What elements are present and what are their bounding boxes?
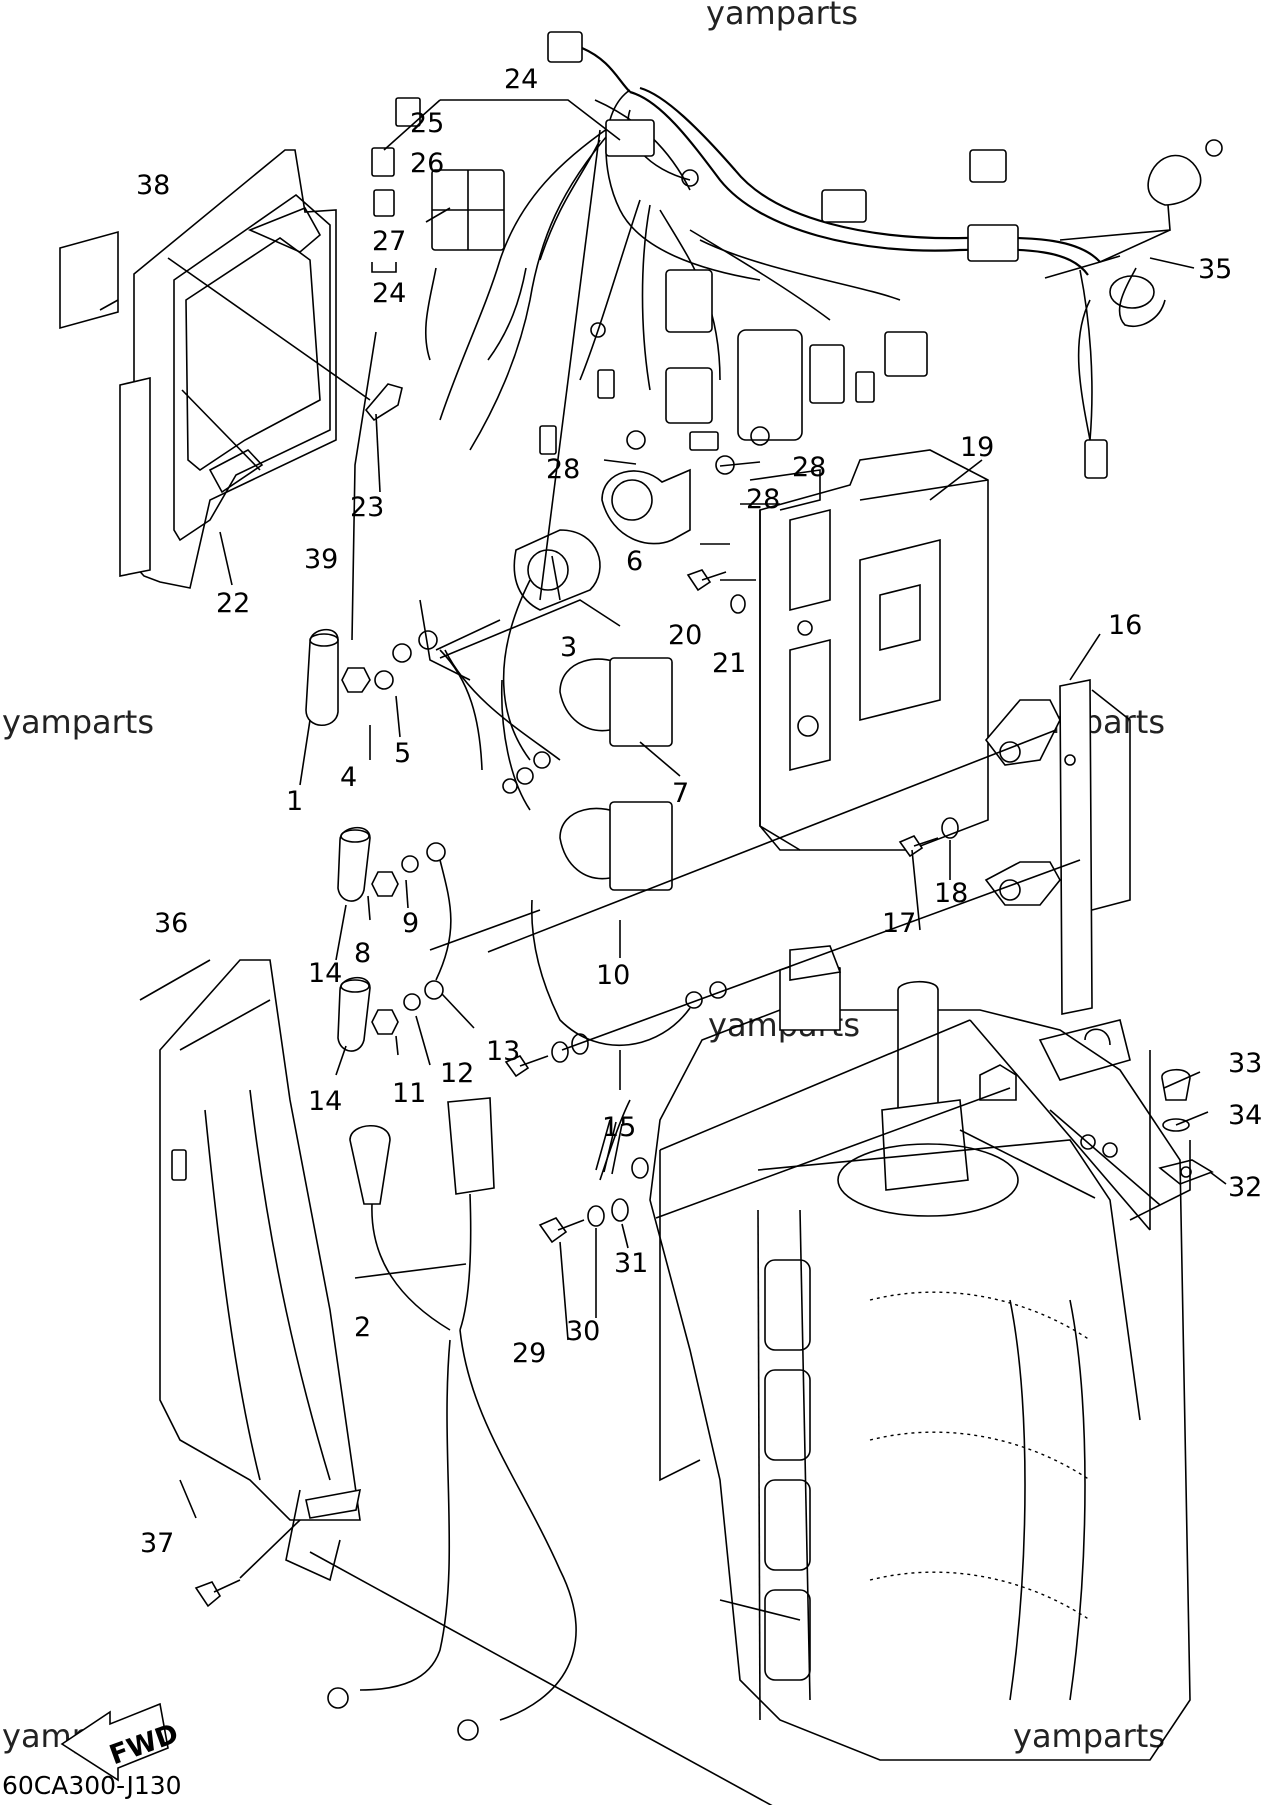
callout-label: 27 xyxy=(372,226,406,257)
callout-label: 28 xyxy=(792,452,826,483)
callout-label: 36 xyxy=(154,908,188,939)
callout-label: 24 xyxy=(504,64,538,95)
callout-label: 19 xyxy=(960,432,994,463)
callout-label: 10 xyxy=(596,960,630,991)
watermark-left: yamparts xyxy=(2,703,154,741)
cover-part-36 xyxy=(159,959,362,1582)
callout-label: 9 xyxy=(402,908,419,939)
diagram-code: 60CA300-J130 xyxy=(2,1771,182,1800)
watermark-bottom-right: yamparts xyxy=(1013,1717,1165,1755)
electrical-cover-part xyxy=(59,149,337,589)
wire-harness xyxy=(351,31,1223,641)
bolt-parts-32-34 xyxy=(1158,1068,1214,1185)
callout-label: 8 xyxy=(354,938,371,969)
clamp-part-6 xyxy=(601,468,691,545)
callout-label: 35 xyxy=(1198,254,1232,285)
callout-label: 22 xyxy=(216,588,250,619)
screws-17-21 xyxy=(686,569,959,858)
callout-label: 21 xyxy=(712,648,746,679)
callout-label: 3 xyxy=(560,632,577,663)
bolt-parts-29-31 xyxy=(538,1099,649,1244)
callout-label: 2 xyxy=(354,1312,371,1343)
cable-part-2 xyxy=(327,1097,577,1741)
reference-lines xyxy=(99,99,1227,1805)
callout-label: 15 xyxy=(602,1112,636,1143)
callout-label: 39 xyxy=(304,544,338,575)
callout-label: 29 xyxy=(512,1338,546,1369)
callout-label: 28 xyxy=(546,454,580,485)
mount-plate-part-16 xyxy=(984,679,1131,1015)
callout-label: 17 xyxy=(882,908,916,939)
callout-label: 1 xyxy=(286,786,303,817)
callout-label: 16 xyxy=(1108,610,1142,641)
powerhead-block xyxy=(649,945,1191,1761)
watermark-top: yamparts xyxy=(706,0,858,32)
callout-label: 20 xyxy=(668,620,702,651)
callout-label: 33 xyxy=(1228,1048,1262,1079)
forward-direction-indicator: FWD xyxy=(60,1702,183,1782)
callout-label: 4 xyxy=(340,762,357,793)
callout-label: 31 xyxy=(614,1248,648,1279)
callout-labels: 1 2 3 4 5 6 7 8 9 10 11 12 13 14 14 15 1… xyxy=(136,64,1262,1559)
callout-label: 11 xyxy=(392,1078,426,1109)
clip-part xyxy=(364,383,403,422)
callout-label: 7 xyxy=(672,778,689,809)
callout-label: 37 xyxy=(140,1528,174,1559)
callout-label: 13 xyxy=(486,1036,520,1067)
callout-label: 6 xyxy=(626,546,643,577)
callout-label: 30 xyxy=(566,1316,600,1347)
callout-label: 23 xyxy=(350,492,384,523)
clamp-ring-part-35 xyxy=(1109,275,1155,309)
callout-label: 28 xyxy=(746,484,780,515)
callout-label: 14 xyxy=(308,1086,342,1117)
relays xyxy=(419,129,673,891)
callout-label: 38 xyxy=(136,170,170,201)
callout-label: 32 xyxy=(1228,1172,1262,1203)
callout-label: 14 xyxy=(308,958,342,989)
bolt-part-37 xyxy=(194,1581,222,1608)
callout-label: 25 xyxy=(410,108,444,139)
bracket-part-19 xyxy=(749,449,989,851)
ground-lead-part-15 xyxy=(504,899,727,1078)
callout-label: 24 xyxy=(372,278,406,309)
callout-label: 12 xyxy=(440,1058,474,1089)
callout-label: 5 xyxy=(394,738,411,769)
callout-label: 26 xyxy=(410,148,444,179)
callout-label: 18 xyxy=(934,878,968,909)
terminal-caps-nuts xyxy=(305,628,483,1052)
callout-label: 34 xyxy=(1228,1100,1262,1131)
